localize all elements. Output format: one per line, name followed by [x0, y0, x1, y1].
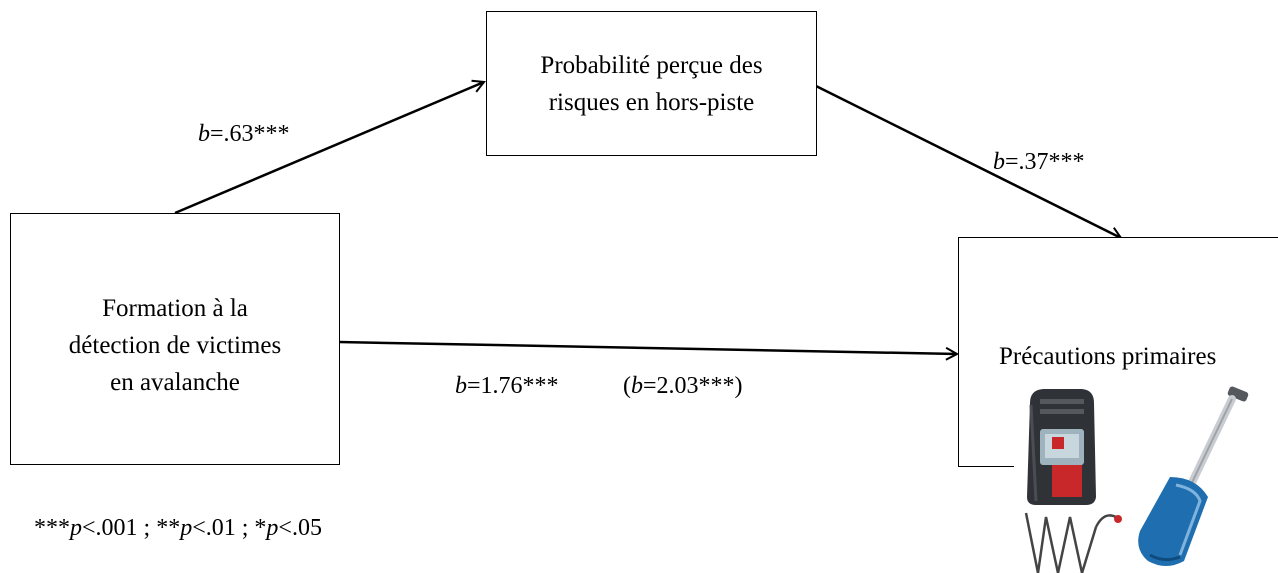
mediator-label: Probabilité perçue des risques en hors-p… [540, 51, 763, 116]
arrow-predictor-to-outcome [338, 340, 957, 354]
predictor-box: Formation à la détection de victimes en … [10, 213, 340, 465]
significance-note: ***p<.001 ; **p<.01 ; *p<.05 [34, 515, 322, 541]
path-c-prime-coefficient: b=1.76*** [455, 373, 559, 399]
path-c-total-coefficient: (b=2.03***) [623, 373, 743, 399]
snow-shovel-icon [1138, 386, 1249, 566]
path-b-coefficient: b=.37*** [993, 149, 1085, 175]
arrow-mediator-to-outcome [815, 84, 1121, 238]
avalanche-probe-icon [1024, 512, 1122, 573]
predictor-label: Formation à la détection de victimes en … [68, 294, 282, 396]
path-a-coefficient: b=.63*** [198, 121, 290, 147]
mediator-box: Probabilité perçue des risques en hors-p… [486, 11, 817, 156]
outcome-label: Précautions primaires [999, 343, 1217, 370]
avalanche-equipment-illustration [1014, 386, 1278, 573]
outcome-box: Précautions primaires [958, 237, 1278, 467]
avalanche-transceiver-icon [1027, 389, 1096, 505]
arrow-predictor-to-mediator [174, 82, 484, 215]
